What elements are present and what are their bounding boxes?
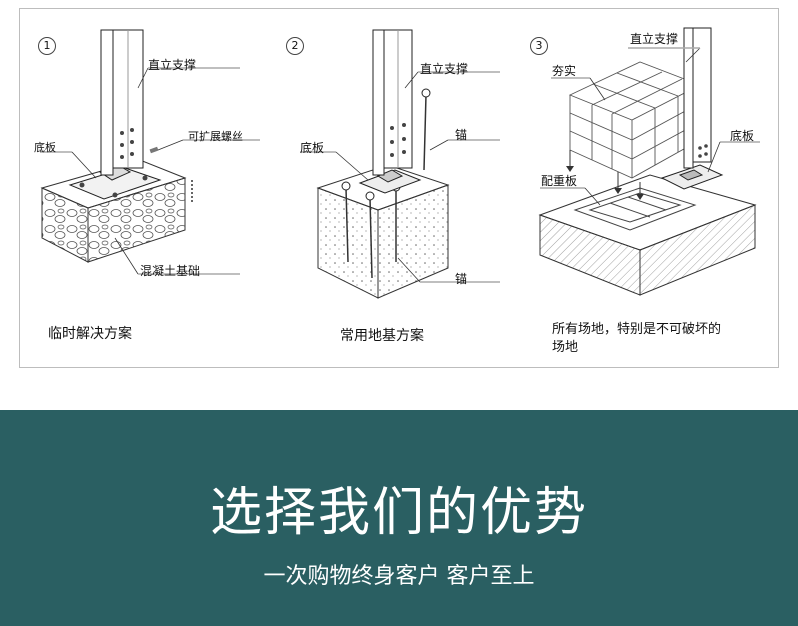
- scheme3-caption-line1: 所有场地，特别是不可破坏的: [552, 322, 722, 337]
- scheme2-number: 2: [286, 37, 304, 55]
- scheme3-tamped-label: 夯实: [552, 64, 577, 78]
- scheme1-concrete-label: 混凝土基础: [140, 264, 201, 278]
- scheme2-anchor-top-label: 锚: [455, 128, 468, 142]
- scheme3-base-plate-label: 底板: [730, 129, 755, 143]
- scheme1-drawing: [40, 29, 260, 275]
- banner-title: 选择我们的优势: [209, 483, 588, 543]
- scheme3-number: 3: [530, 37, 548, 55]
- scheme2-anchor-bottom-label: 锚: [455, 272, 468, 286]
- advantages-banner: [0, 410, 798, 626]
- scheme3-counterweight-label: 配重板: [541, 174, 578, 188]
- scheme1-upright-label: 直立支撑: [148, 58, 197, 72]
- scheme2-caption: 常用地基方案: [340, 328, 424, 344]
- scheme2-base-plate-label: 底板: [300, 141, 325, 155]
- banner-subtitle: 一次购物终身客户 客户至上: [263, 564, 535, 589]
- scheme2-drawing: [300, 29, 500, 299]
- scheme3-drawing: [538, 27, 760, 296]
- installation-diagram: [40, 27, 760, 299]
- scheme1-expansion-screw-label: 可扩展螺丝: [188, 130, 243, 143]
- scheme2-upright-label: 直立支撑: [420, 62, 469, 76]
- scheme1-base-plate-label: 底板: [34, 141, 56, 154]
- scheme1-number: 1: [38, 37, 56, 55]
- scheme3-upright-label: 直立支撑: [630, 32, 679, 46]
- scheme3-caption-line2: 场地: [552, 340, 579, 355]
- scheme1-caption: 临时解决方案: [48, 326, 132, 342]
